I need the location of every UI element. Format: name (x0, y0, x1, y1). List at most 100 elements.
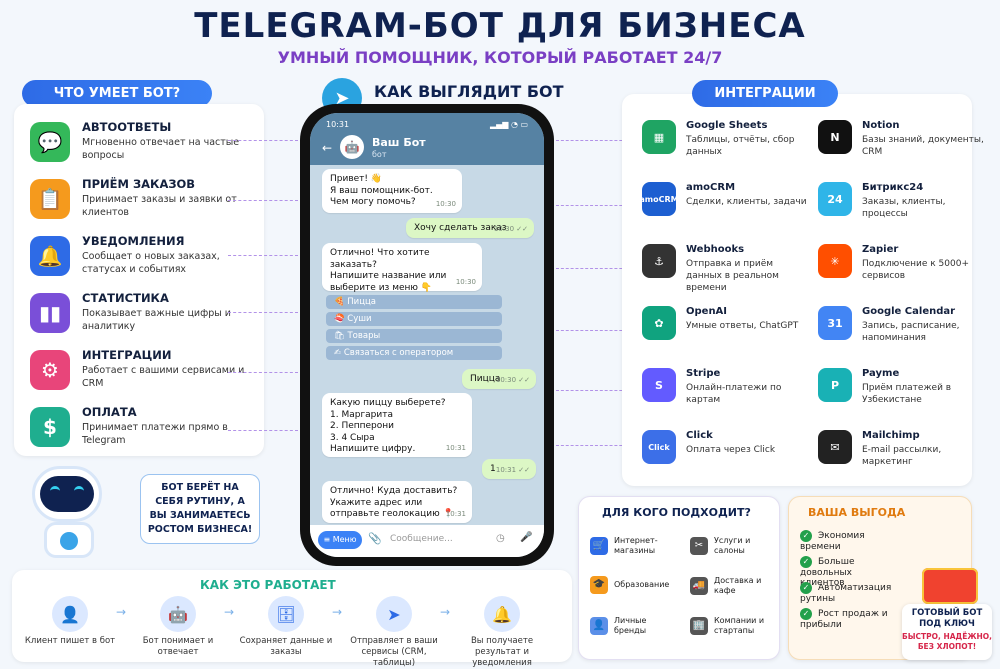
integration-desc: Онлайн-платежи по картам (686, 383, 782, 405)
integration-title: Webhooks (686, 244, 745, 255)
benefit-label: Больше довольных клиентов (800, 557, 855, 588)
keyboard-button-sushi[interactable]: 🍣 Суши (326, 312, 502, 326)
microphone-icon[interactable]: 🎤 (520, 532, 533, 543)
clipboard-icon: 📋 (30, 179, 70, 219)
feature-title: АВТООТВЕТЫ (82, 120, 172, 134)
integration-desc: Отправка и приём данных в реальном време… (686, 259, 779, 293)
phone-screen: 10:31 ▂▄▆ ◔ ▭ ← 🤖 Ваш Бот бот Привет! 👋 … (310, 113, 544, 557)
keyboard-button-pizza[interactable]: 🍕 Пицца (326, 295, 502, 309)
attach-icon[interactable]: 📎 (368, 532, 382, 545)
menu-button[interactable]: ≡ Меню (318, 531, 362, 549)
integration-title: Mailchimp (862, 430, 920, 441)
audience-label: Образование (614, 580, 670, 589)
integration-desc: Подключение к 5000+ сервисов (862, 259, 969, 281)
arrow-right-icon: → (116, 605, 127, 619)
dollar-icon: $ (30, 407, 70, 447)
chat-icon: 💬 (30, 122, 70, 162)
page-subtitle: УМНЫЙ ПОМОЩНИК, КОТОРЫЙ РАБОТАЕТ 24/7 (277, 48, 723, 67)
audience-label: Услуги и салоны (714, 536, 751, 555)
feature-title: ИНТЕГРАЦИИ (82, 348, 172, 362)
payme-icon: P (818, 368, 852, 402)
integration-desc: E-mail рассылки, маркетинг (862, 445, 942, 467)
how-step: ➤ Отправляет в ваши сервисы (CRM, таблицы… (344, 596, 444, 669)
bot-status: бот (372, 150, 387, 159)
integration-desc: Базы знаний, документы, CRM (862, 135, 984, 157)
integration-title: amoCRM (686, 182, 736, 193)
feature-desc: Принимает заказы и заявки от клиентов (82, 194, 237, 218)
integration-item[interactable]: amoCRM amoCRM Сделки, клиенты, задачи (639, 182, 812, 242)
arrow-right-icon: → (440, 605, 451, 619)
benefit-item: ✓Больше довольных клиентов (800, 556, 895, 588)
user-icon: 👤 (52, 596, 88, 632)
audience-label: Компании и стартапы (714, 616, 765, 635)
connector-line (228, 140, 298, 141)
connector-line (556, 390, 632, 391)
back-arrow-icon[interactable]: ← (322, 141, 333, 155)
connector-line (556, 330, 632, 331)
keyboard-button-goods[interactable]: 🛍 Товары (326, 329, 502, 343)
feature-title: ОПЛАТА (82, 405, 137, 419)
connector-line (228, 372, 298, 373)
sticker-icon[interactable]: ◷ (496, 533, 505, 544)
connector-line (228, 312, 298, 313)
bitrix-icon: 24 (818, 182, 852, 216)
integration-desc: Сделки, клиенты, задачи (686, 197, 807, 207)
check-icon: ✓ (800, 582, 812, 594)
how-step-label: Вы получаете результат и уведомления (470, 636, 534, 668)
connector-line (556, 268, 632, 269)
cart-icon: 🛒 (590, 537, 608, 555)
audience-item: 🛒Интернет-магазины (590, 536, 686, 556)
audience-item: ✂ Услуги и салоны (690, 536, 786, 556)
click-icon: Click (642, 430, 676, 464)
benefits-heading: ВАША ВЫГОДА (808, 506, 906, 519)
bot-avatar[interactable]: 🤖 (340, 135, 364, 159)
benefit-item: ✓Рост продаж и прибыли (800, 608, 895, 630)
bot-name: Ваш Бот (372, 136, 426, 149)
webhook-icon: ⚓ (642, 244, 676, 278)
check-icon: ✓ (800, 608, 812, 620)
education-icon: 🎓 (590, 576, 608, 594)
status-icons: ▂▄▆ ◔ ▭ (490, 120, 529, 129)
audience-item: 🚚Доставка и кафе (690, 576, 786, 596)
scissors-icon: ✂ (690, 537, 708, 555)
how-step: 🗄Сохраняет данные и заказы (236, 596, 336, 658)
check-icon: ✓ (800, 556, 812, 568)
benefit-item: ✓Экономия времени (800, 530, 895, 552)
send-icon: ➤ (376, 596, 412, 632)
keyboard-button-operator[interactable]: ✍ Связаться с оператором (326, 346, 502, 360)
feature-desc: Сообщает о новых заказах, статусах и соб… (82, 251, 220, 275)
database-icon: 🗄 (268, 596, 304, 632)
feature-desc: Мгновенно отвечает на частые вопросы (82, 137, 240, 161)
feature-desc: Работает с вашими сервисами и CRM (82, 365, 245, 389)
integration-desc: Оплата через Click (686, 445, 776, 455)
mailchimp-icon: ✉ (818, 430, 852, 464)
features-panel (14, 104, 264, 456)
integration-desc: Запись, расписание, напоминания (862, 321, 960, 343)
message-incoming: Отлично! Куда доставить? Укажите адрес и… (322, 481, 472, 523)
how-step-label: Клиент пишет в бот (24, 636, 116, 646)
benefit-label: Автоматизация рутины (800, 583, 892, 604)
how-step-label: Отправляет в ваши сервисы (CRM, таблицы) (350, 636, 438, 668)
arrow-right-icon: → (332, 605, 343, 619)
message-input[interactable]: Сообщение... (390, 534, 453, 544)
amocrm-icon: amoCRM (639, 182, 679, 216)
connector-line (556, 445, 632, 446)
gift-icon (922, 568, 978, 604)
connector-line (228, 200, 298, 201)
benefit-label: Рост продаж и прибыли (800, 609, 888, 630)
notion-icon: N (818, 120, 852, 154)
